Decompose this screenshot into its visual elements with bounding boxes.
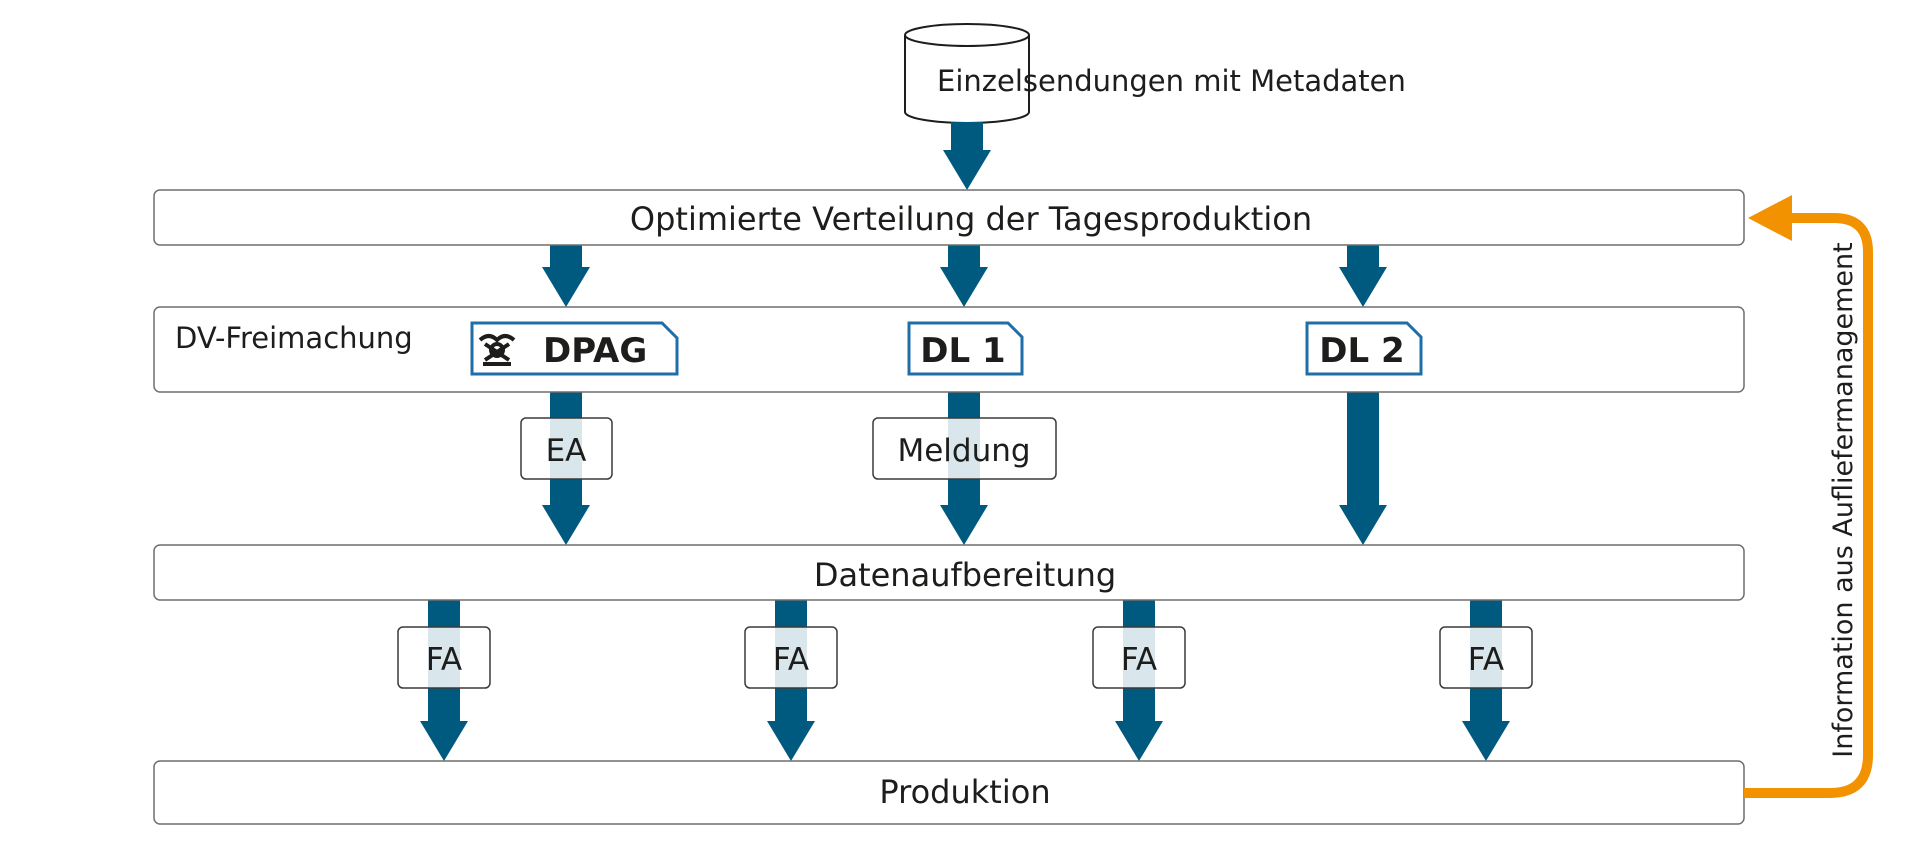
ea-label: EA [546, 433, 587, 469]
arrow-dl2-to-preparation [1339, 392, 1387, 545]
ea-label-box [520, 417, 613, 480]
provider-label-dl1: DL 1 [920, 331, 1005, 371]
feedback-label: Information aus Aufliefermanagement [1828, 242, 1859, 758]
provider-tag-dpag: DPAG [470, 321, 679, 376]
fa-label: FA [1468, 642, 1504, 678]
preparation-stage [153, 544, 1745, 601]
franking-stage-label: DV-Freimachung [175, 321, 413, 355]
arrow-distribution-to-dl1 [940, 245, 988, 307]
fa-label: FA [773, 642, 809, 678]
production-stage-label: Produktion [879, 773, 1050, 811]
provider-label-dpag: DPAG [543, 331, 647, 371]
fa-label-box [1092, 626, 1186, 689]
meldung-label: Meldung [897, 433, 1030, 469]
arrow-distribution-to-dpag [542, 245, 590, 307]
provider-label-dl2: DL 2 [1319, 331, 1404, 371]
preparation-stage-label: Datenaufbereitung [814, 556, 1116, 594]
distribution-stage-label: Optimierte Verteilung der Tagesproduktio… [630, 200, 1312, 238]
meldung-label-box [872, 417, 1057, 480]
fa-label-box [744, 626, 838, 689]
arrow-distribution-to-dl2 [1339, 245, 1387, 307]
arrow-source-to-distribution [943, 122, 991, 190]
fa-label-box [397, 626, 491, 689]
feedback-loop-line [1744, 213, 1873, 798]
source-label: Einzelsendungen mit Metadaten [937, 64, 1406, 98]
fa-label-boxes: FA FA FA FA [397, 626, 1533, 689]
fa-label-box [1439, 626, 1533, 689]
database-cylinder-icon [904, 23, 1030, 124]
posthorn-icon [478, 334, 516, 366]
feedback-arrowhead [1748, 195, 1792, 241]
provider-tag-dl2: DL 2 [1305, 321, 1423, 376]
fa-label: FA [1121, 642, 1157, 678]
fa-label: FA [426, 642, 462, 678]
distribution-stage [153, 189, 1745, 246]
provider-tag-dl1: DL 1 [907, 321, 1024, 376]
